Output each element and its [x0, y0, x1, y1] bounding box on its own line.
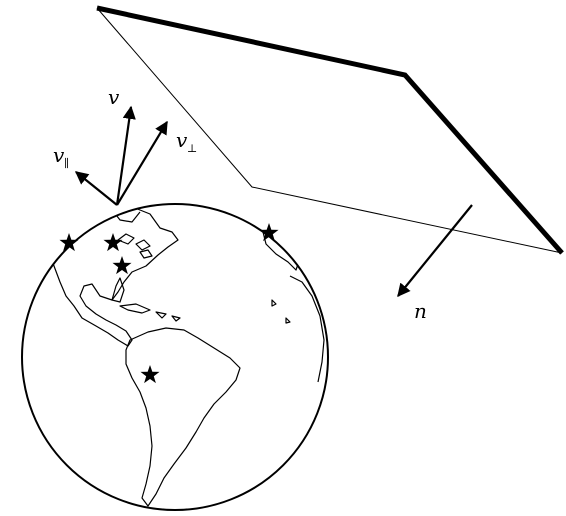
atlantic-islands — [271, 299, 291, 324]
star-icon — [103, 233, 123, 252]
star-markers — [59, 223, 279, 384]
star-icon — [259, 223, 279, 242]
florida — [111, 277, 125, 303]
velocity-vectors: v v ⊥ v ∥ — [53, 85, 197, 206]
star-icon — [140, 365, 160, 384]
normal-vector: n — [397, 204, 473, 323]
plane — [96, 5, 564, 255]
v-label: v — [108, 85, 120, 109]
plane-thin-edges — [96, 7, 563, 254]
caribbean-islands — [119, 303, 181, 322]
plane-thick-edges — [96, 5, 564, 255]
normal-arrow — [397, 204, 473, 298]
north-america-coast — [29, 206, 179, 347]
v-arrow — [115, 105, 136, 206]
v-perp-label: v — [176, 128, 188, 152]
v-parallel-label: v — [53, 143, 65, 167]
n-label: n — [414, 299, 427, 323]
globe — [21, 203, 329, 511]
great-lakes — [117, 233, 153, 259]
v-perp-arrow — [116, 120, 168, 206]
star-icon — [112, 256, 132, 275]
v-perp-subscript: ⊥ — [187, 142, 197, 155]
globe-outline — [21, 203, 329, 511]
africa-coast — [289, 275, 325, 383]
v-parallel-arrow — [74, 171, 118, 206]
star-icon — [59, 233, 79, 252]
v-parallel-subscript: ∥ — [64, 157, 69, 170]
south-america-coast — [125, 327, 241, 507]
